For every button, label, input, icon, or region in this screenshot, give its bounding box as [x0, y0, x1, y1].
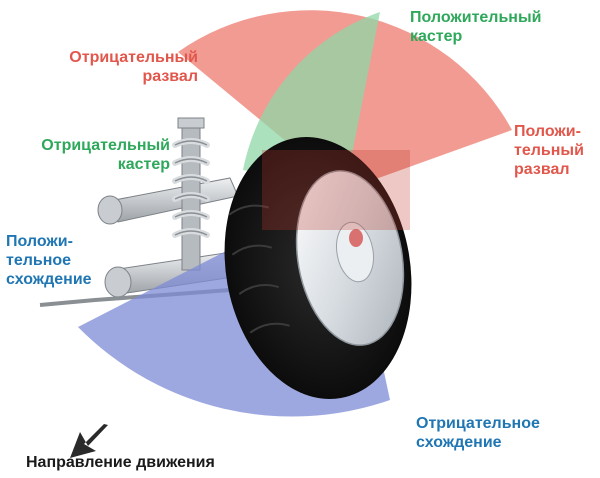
label-negative-caster: Отрицательный кастер	[41, 137, 170, 173]
label-negative-camber: Отрицательный развал	[69, 49, 198, 85]
label-positive-camber: Положи- тельный развал	[514, 123, 584, 178]
label-direction-of-travel: Направление движения	[26, 454, 215, 471]
label-positive-toe: Положи- тельное схождение	[6, 233, 92, 288]
wheel	[224, 137, 412, 399]
label-negative-toe: Отрицательное схождение	[416, 415, 540, 451]
label-positive-caster: Положительный кастер	[410, 9, 542, 45]
direction-arrow-icon	[70, 424, 108, 458]
